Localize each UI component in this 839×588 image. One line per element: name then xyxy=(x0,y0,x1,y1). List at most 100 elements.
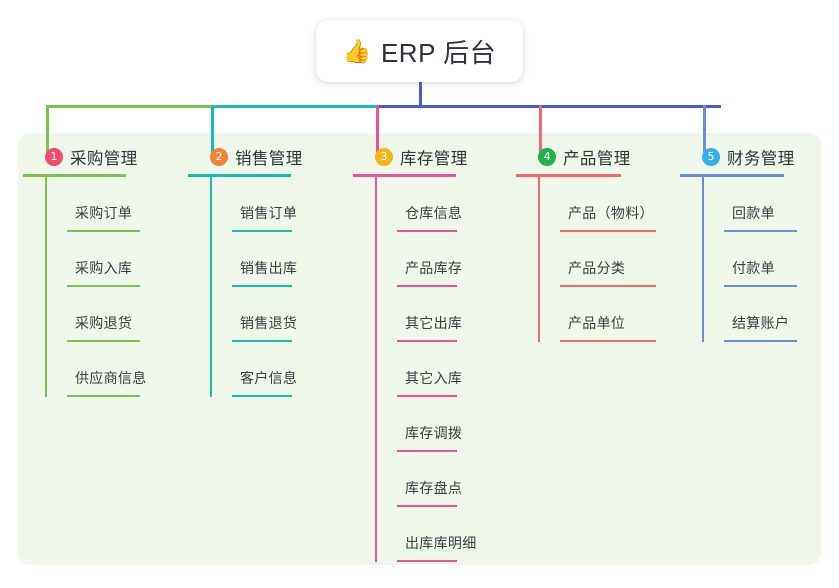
branch-panel-background xyxy=(18,133,821,565)
leaf-node-label: 销售订单 xyxy=(240,205,298,221)
root-node-label: 👍 ERP 后台 xyxy=(343,33,496,70)
leaf-underline xyxy=(232,230,292,232)
leaf-node-label: 其它入库 xyxy=(405,370,463,386)
leaf-underline xyxy=(560,285,656,287)
leaf-node-label: 采购入库 xyxy=(75,260,133,276)
leaf-node[interactable]: 销售订单 xyxy=(210,177,331,232)
leaf-node-label: 产品（物料） xyxy=(568,205,654,221)
leaf-node-label: 客户信息 xyxy=(240,370,298,386)
branch-header-3[interactable]: 3 库存管理 xyxy=(353,145,496,169)
leaf-node[interactable]: 供应商信息 xyxy=(45,342,166,397)
thumbs-up-emoji: 👍 xyxy=(342,37,372,64)
leaf-underline xyxy=(560,230,656,232)
branch-title: 库存管理 xyxy=(400,150,468,168)
leaf-node[interactable]: 库存盘点 xyxy=(375,452,496,507)
leaf-underline xyxy=(67,230,140,232)
branch-5: 5 财务管理回款单付款单结算账户 xyxy=(680,145,824,342)
branch-drop-line-2 xyxy=(211,105,214,160)
branch-spine-line xyxy=(210,177,212,397)
leaf-node[interactable]: 仓库信息 xyxy=(375,177,496,232)
trunk-segment-2 xyxy=(212,105,377,108)
leaf-node-label: 库存调拨 xyxy=(405,425,463,441)
leaf-node-label: 供应商信息 xyxy=(75,370,147,386)
branch-title: 采购管理 xyxy=(70,150,138,168)
branch-header-2[interactable]: 2 销售管理 xyxy=(188,145,331,169)
leaf-node-label: 其它出库 xyxy=(405,315,463,331)
leaf-node-label: 产品分类 xyxy=(568,260,626,276)
leaf-node[interactable]: 产品库存 xyxy=(375,232,496,287)
leaf-underline xyxy=(232,285,292,287)
leaf-node-label: 销售退货 xyxy=(240,315,298,331)
leaf-node[interactable]: 销售出库 xyxy=(210,232,331,287)
branch-spine-line xyxy=(45,177,47,397)
branch-spine-line xyxy=(538,177,540,342)
branch-number-badge: 4 xyxy=(538,148,556,166)
trunk-segment-3 xyxy=(377,105,721,108)
leaf-node[interactable]: 其它出库 xyxy=(375,287,496,342)
leaf-node-label: 结算账户 xyxy=(732,315,790,331)
leaf-node-label: 出库库明细 xyxy=(405,535,477,551)
branch-leaf-list: 销售订单销售出库销售退货客户信息 xyxy=(188,177,331,397)
leaf-node[interactable]: 其它入库 xyxy=(375,342,496,397)
leaf-node[interactable]: 库存调拨 xyxy=(375,397,496,452)
branch-4: 4 产品管理产品（物料） 产品分类产品单位 xyxy=(516,145,661,342)
branch-leaf-list: 回款单付款单结算账户 xyxy=(680,177,824,342)
branch-title: 产品管理 xyxy=(563,150,631,168)
leaf-node[interactable]: 采购退货 xyxy=(45,287,166,342)
root-connector-stem xyxy=(419,82,422,106)
leaf-node[interactable]: 回款单 xyxy=(702,177,824,232)
branch-2: 2 销售管理销售订单销售出库销售退货客户信息 xyxy=(188,145,331,397)
leaf-node[interactable]: 客户信息 xyxy=(210,342,331,397)
leaf-underline xyxy=(397,505,457,507)
leaf-node-label: 库存盘点 xyxy=(405,480,463,496)
branch-underline xyxy=(353,174,456,177)
branch-drop-line-5 xyxy=(703,105,706,160)
leaf-underline xyxy=(397,450,457,452)
branch-drop-line-4 xyxy=(539,105,542,160)
branch-spine-line xyxy=(375,177,377,562)
leaf-node[interactable]: 出库库明细 xyxy=(375,507,496,562)
leaf-node-label: 采购订单 xyxy=(75,205,133,221)
root-node[interactable]: 👍 ERP 后台 xyxy=(316,20,523,82)
leaf-underline xyxy=(232,395,292,397)
branch-drop-line-3 xyxy=(376,105,379,160)
leaf-node[interactable]: 付款单 xyxy=(702,232,824,287)
branch-title: 财务管理 xyxy=(727,150,795,168)
branch-drop-line-1 xyxy=(46,105,49,160)
leaf-underline xyxy=(724,230,797,232)
leaf-underline xyxy=(397,560,457,562)
leaf-node-label: 付款单 xyxy=(732,260,775,276)
branch-leaf-list: 采购订单采购入库采购退货供应商信息 xyxy=(23,177,166,397)
branch-number-badge: 2 xyxy=(210,148,228,166)
leaf-node[interactable]: 结算账户 xyxy=(702,287,824,342)
leaf-underline xyxy=(232,340,292,342)
branch-underline xyxy=(23,174,126,177)
branch-header-4[interactable]: 4 产品管理 xyxy=(516,145,661,169)
leaf-underline xyxy=(397,230,457,232)
branch-underline xyxy=(188,174,291,177)
branch-3: 3 库存管理仓库信息产品库存其它出库其它入库库存调拨库存盘点出库库明细 xyxy=(353,145,496,562)
leaf-node[interactable]: 产品分类 xyxy=(538,232,661,287)
leaf-node[interactable]: 销售退货 xyxy=(210,287,331,342)
leaf-node-label: 回款单 xyxy=(732,205,775,221)
leaf-node[interactable]: 采购订单 xyxy=(45,177,166,232)
leaf-node[interactable]: 采购入库 xyxy=(45,232,166,287)
leaf-underline xyxy=(724,340,797,342)
leaf-underline xyxy=(67,395,140,397)
leaf-underline xyxy=(724,285,797,287)
leaf-node-label: 产品单位 xyxy=(568,315,626,331)
leaf-node[interactable]: 产品（物料） xyxy=(538,177,661,232)
leaf-node-label: 产品库存 xyxy=(405,260,463,276)
leaf-node-label: 销售出库 xyxy=(240,260,298,276)
branch-header-5[interactable]: 5 财务管理 xyxy=(680,145,824,169)
leaf-underline xyxy=(397,340,457,342)
leaf-node[interactable]: 产品单位 xyxy=(538,287,661,342)
branch-underline xyxy=(516,174,621,177)
leaf-underline xyxy=(397,395,457,397)
branch-title: 销售管理 xyxy=(235,150,303,168)
branch-number-badge: 3 xyxy=(375,148,393,166)
branch-number-badge: 5 xyxy=(702,148,720,166)
leaf-underline xyxy=(67,285,140,287)
